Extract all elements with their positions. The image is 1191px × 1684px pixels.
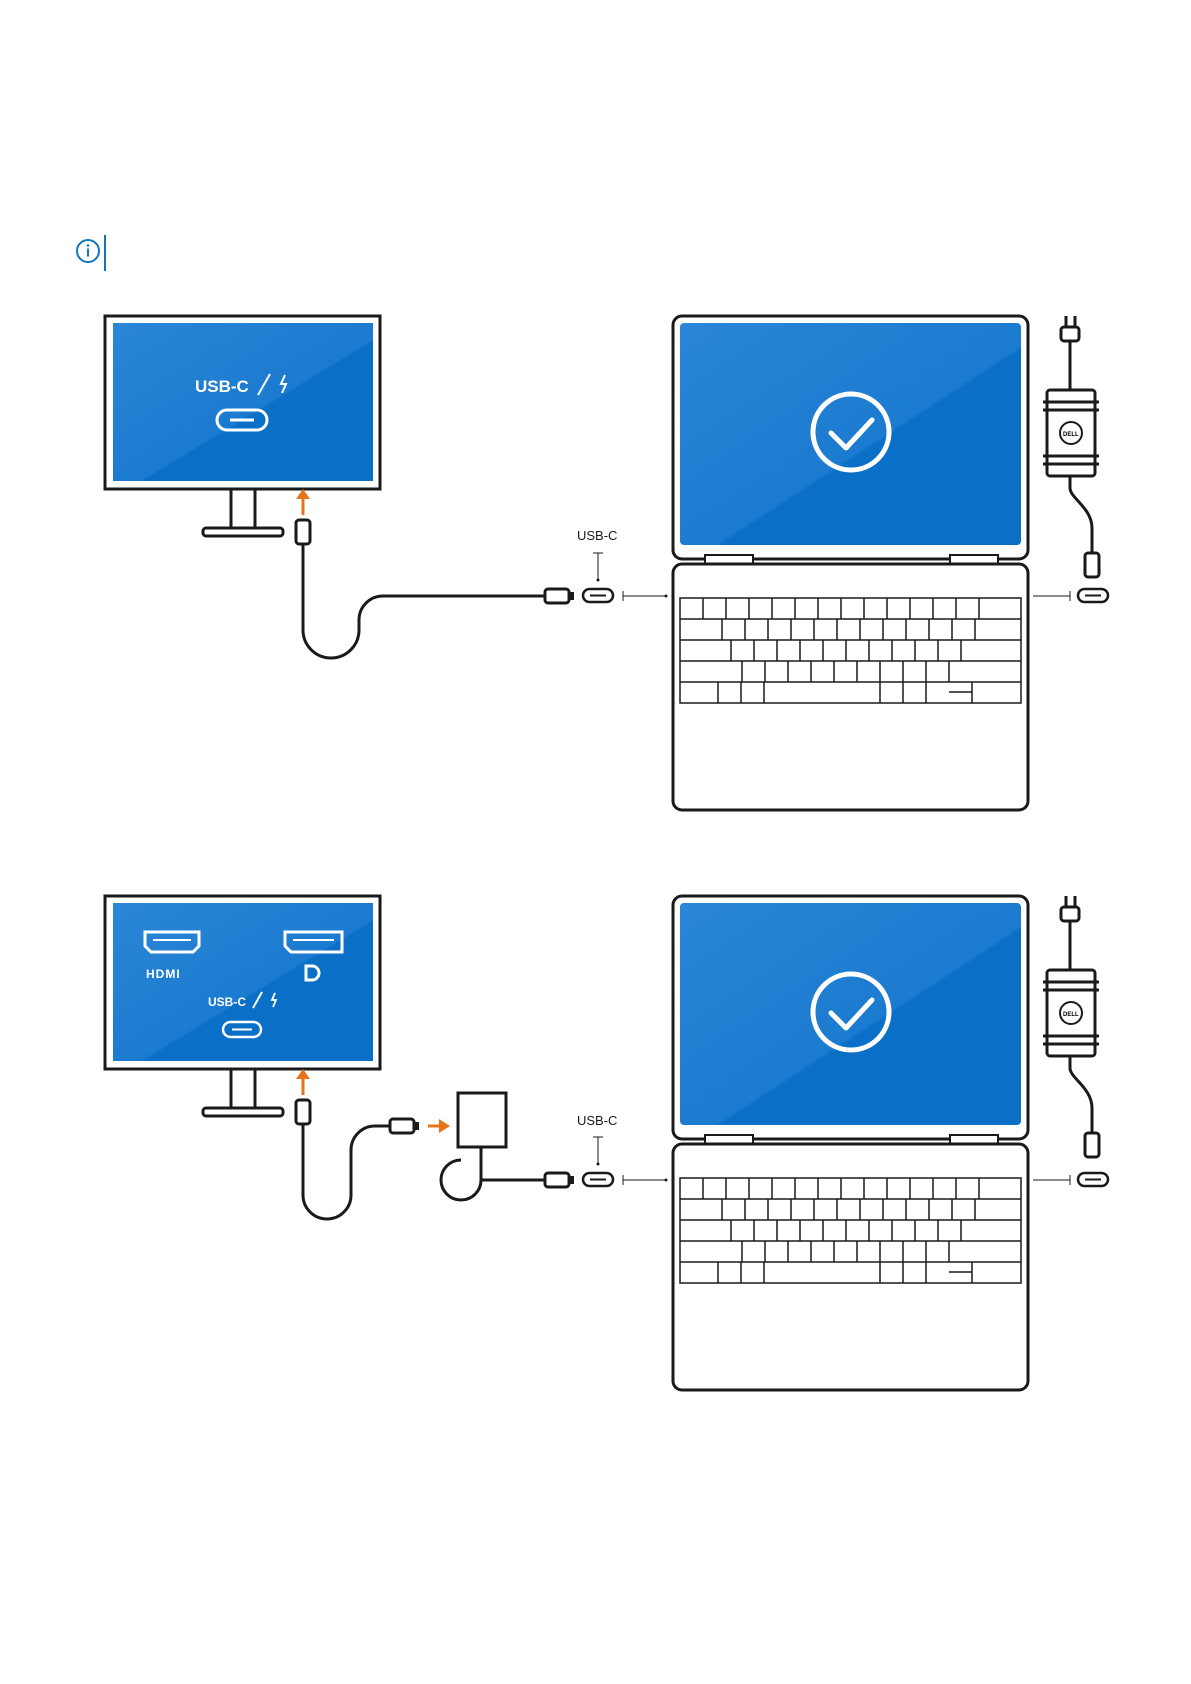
keyboard [680,598,1021,703]
info-note [72,233,112,273]
power-adapter: DELL [1033,316,1108,602]
laptop-screen [680,903,1021,1125]
display-cable [296,1100,419,1219]
laptop [673,896,1028,1390]
connection-diagram-adapter: HDMI USB-C USB-C [0,880,1191,1400]
svg-text:DELL: DELL [1063,1012,1079,1018]
display-adapter [441,1093,574,1200]
external-monitor: USB-C [105,316,380,536]
power-adapter: DELL [1033,896,1108,1186]
connection-label: USB-C [577,528,617,543]
insert-arrow [296,1069,310,1095]
external-monitor: HDMI USB-C [105,896,380,1116]
monitor-screen [113,323,373,481]
monitor-port-label: USB-C [195,377,249,396]
usbc-cable [296,520,574,658]
svg-text:DELL: DELL [1063,432,1079,438]
hdmi-label: HDMI [146,967,181,981]
info-icon [72,233,112,273]
insert-arrow [296,489,310,515]
usbc-callout: USB-C [577,1113,617,1186]
keyboard [680,1178,1021,1283]
laptop [673,316,1028,810]
laptop-screen [680,323,1021,545]
insert-arrow [428,1119,450,1133]
usbc-label: USB-C [208,995,246,1009]
usbc-callout: USB-C [577,528,617,602]
connection-diagram-usbc: USB-C USB-C [0,300,1191,820]
connection-label: USB-C [577,1113,617,1128]
